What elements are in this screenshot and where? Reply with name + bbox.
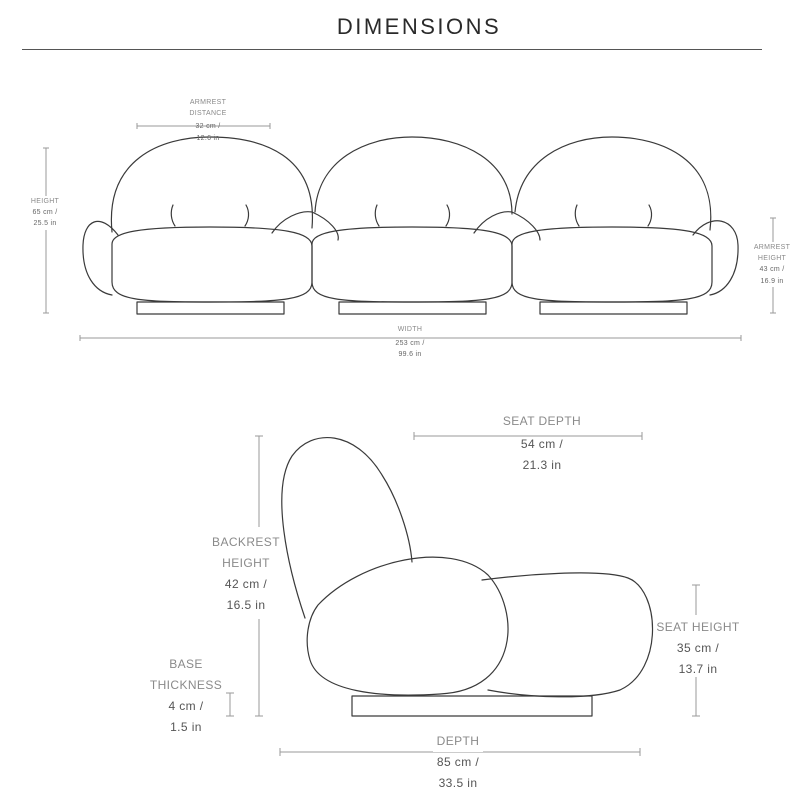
armrest-height-label-1: ARMREST: [753, 244, 791, 251]
seat-depth-in: 21.3 in: [522, 458, 562, 472]
height-cm: 65 cm /: [32, 209, 58, 217]
depth-in: 33.5 in: [438, 776, 478, 790]
width-label: WIDTH: [394, 324, 426, 336]
armrest-distance-in: 12.6 in: [196, 134, 220, 142]
depth-cm: 85 cm /: [436, 755, 480, 769]
backrest-height-dimension: BACKREST HEIGHT 42 cm / 16.5 in: [204, 532, 288, 616]
seat-depth-label: SEAT DEPTH: [502, 414, 582, 428]
seat-depth-dimension: SEAT DEPTH 54 cm / 21.3 in: [482, 411, 602, 476]
width-in: 99.6 in: [398, 351, 422, 359]
armrest-height-dimension: ARMREST HEIGHT 43 cm / 16.9 in: [748, 242, 796, 287]
armrest-right: [692, 220, 739, 296]
height-dimension: HEIGHT 65 cm / 25.5 in: [22, 196, 68, 230]
page-title: DIMENSIONS: [336, 14, 502, 39]
backrest-height-label-1: BACKREST: [212, 535, 280, 549]
seat-middle: [311, 226, 513, 303]
connector-right: [473, 211, 541, 241]
base-thickness-dimension: BASE THICKNESS 4 cm / 1.5 in: [140, 654, 232, 738]
backrest-height-label-2: HEIGHT: [222, 556, 270, 570]
side-backrest: [281, 436, 413, 619]
seat-height-in: 13.7 in: [678, 662, 718, 676]
seat-right: [511, 226, 713, 303]
seat-height-cm: 35 cm /: [676, 641, 720, 655]
armrest-distance-label-1: ARMREST: [189, 99, 227, 106]
title-divider: [22, 49, 762, 50]
seat-left: [111, 226, 313, 303]
side-base: [351, 695, 593, 717]
armrest-height-label-2: HEIGHT: [757, 255, 787, 263]
base-left: [136, 301, 285, 315]
width-dimension: WIDTH 253 cm / 99.6 in: [375, 324, 445, 361]
backrest-middle: [314, 136, 513, 215]
base-middle: [338, 301, 487, 315]
armrest-distance-cm: 32 cm /: [195, 123, 221, 131]
height-in: 25.5 in: [33, 220, 57, 228]
armrest-height-in: 16.9 in: [760, 277, 784, 285]
depth-dimension: DEPTH 85 cm / 33.5 in: [418, 731, 498, 794]
backrest-height-cm: 42 cm /: [224, 577, 268, 591]
backrest-height-in: 16.5 in: [226, 598, 266, 612]
armrest-left: [82, 220, 119, 296]
seat-depth-cm: 54 cm /: [520, 437, 564, 451]
base-right: [539, 301, 688, 315]
depth-label: DEPTH: [432, 731, 484, 752]
backrest-left: [110, 136, 313, 233]
backrest-right: [514, 136, 712, 231]
width-cm: 253 cm /: [395, 340, 425, 348]
base-thickness-label-2: THICKNESS: [149, 678, 223, 692]
height-label: HEIGHT: [30, 198, 60, 205]
base-thickness-in: 1.5 in: [170, 720, 202, 734]
armrest-distance-dimension: ARMREST DISTANCE 32 cm / 12.6 in: [168, 97, 248, 144]
armrest-distance-label-2: DISTANCE: [189, 110, 227, 118]
seat-height-label: SEAT HEIGHT: [656, 620, 740, 634]
armrest-height-cm: 43 cm /: [759, 266, 785, 274]
side-front-cushion: [306, 556, 509, 696]
connector-left: [271, 211, 339, 241]
seat-height-dimension: SEAT HEIGHT 35 cm / 13.7 in: [648, 617, 748, 680]
base-thickness-label-1: BASE: [169, 657, 203, 671]
side-seat-cushion: [481, 572, 654, 698]
base-thickness-cm: 4 cm /: [168, 699, 204, 713]
